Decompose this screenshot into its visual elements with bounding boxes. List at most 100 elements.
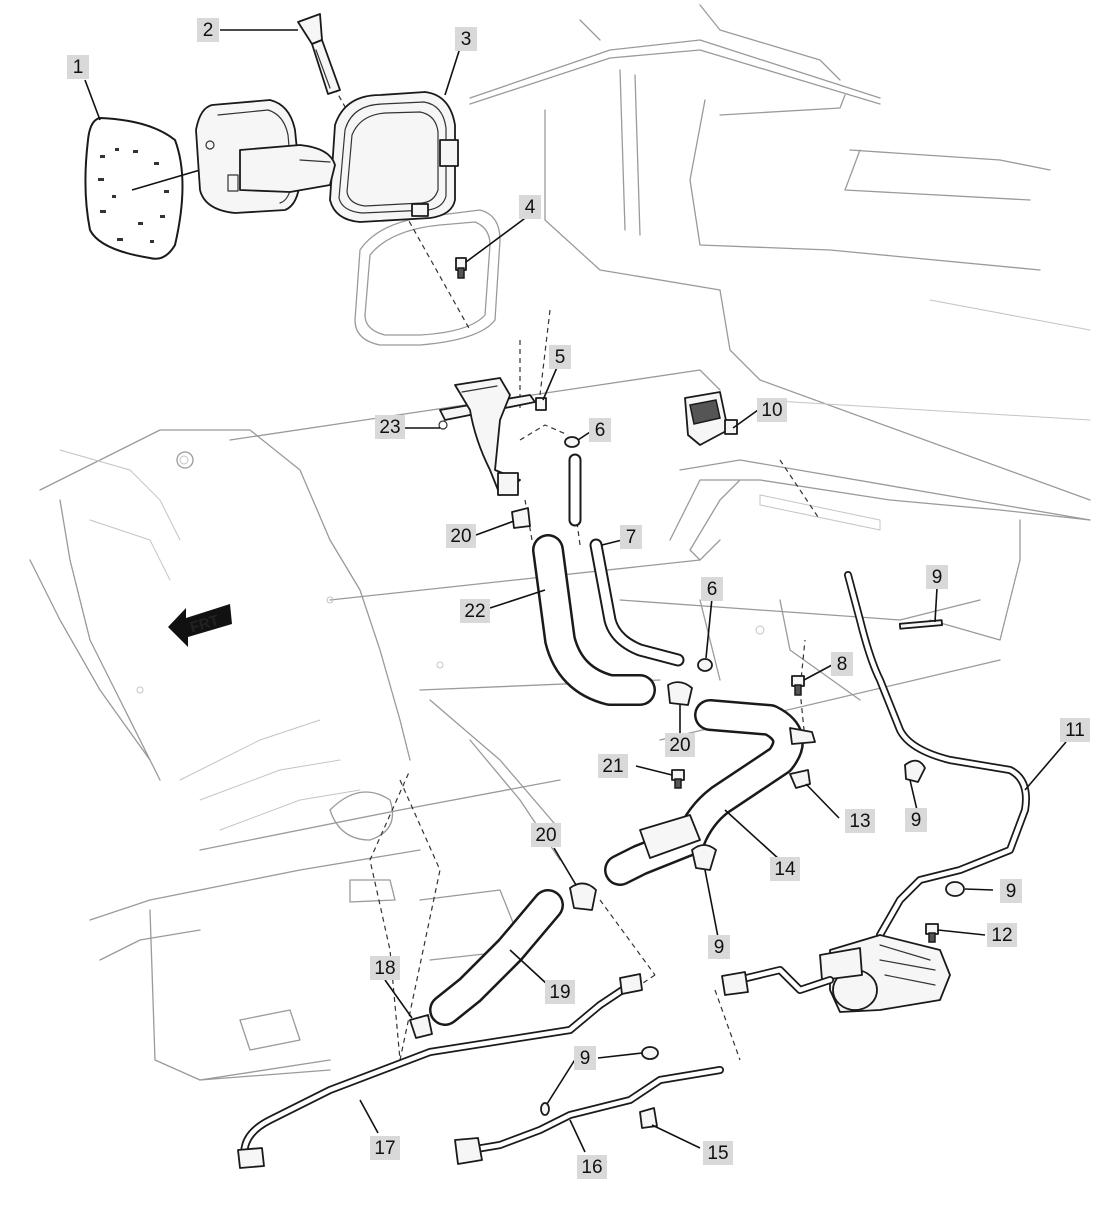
- part-filler-pipe-14: [604, 699, 816, 886]
- part-tank-hose-19: [429, 889, 564, 1026]
- callout-9-lower-right: 9: [905, 808, 927, 832]
- front-arrow-icon: [168, 604, 232, 647]
- callout-13: 13: [845, 809, 875, 833]
- part-fuel-funnel: [297, 13, 341, 95]
- callout-20-lower: 20: [531, 823, 561, 847]
- part-clamp-9-pipe: [691, 844, 717, 871]
- callout-1: 1: [67, 55, 89, 79]
- part-filler-bracket: [438, 377, 536, 496]
- part-bolt-5: [535, 397, 547, 411]
- part-vent-line-11: [844, 571, 1030, 939]
- callout-5: 5: [549, 345, 571, 369]
- callout-14-text: 14: [774, 859, 796, 880]
- callout-20-top: 20: [446, 524, 476, 548]
- callout-15-text: 15: [707, 1143, 728, 1164]
- callout-12-text: 12: [991, 925, 1012, 946]
- front-direction-marker: FRT: [168, 604, 232, 647]
- callout-1-text: 1: [73, 57, 84, 78]
- callout-21-text: 21: [602, 756, 623, 777]
- callout-13-text: 13: [849, 811, 870, 832]
- callout-14: 14: [770, 857, 800, 881]
- callout-16: 16: [577, 1155, 607, 1179]
- callout-11: 11: [1060, 718, 1090, 742]
- callout-2-text: 2: [203, 20, 214, 41]
- part-fuel-line-17: [237, 973, 643, 1169]
- part-evap-canister: [819, 934, 951, 1013]
- callout-10: 10: [757, 398, 787, 422]
- callout-6-upper-text: 6: [595, 420, 606, 441]
- callout-9-canister: 9: [1000, 879, 1022, 903]
- part-clamp-9-lower-right: [904, 759, 926, 783]
- callout-10-text: 10: [761, 400, 782, 421]
- part-canister-hose: [721, 966, 834, 996]
- alignment-dashed-lines: [329, 79, 821, 1061]
- callout-20-middle-text: 20: [669, 735, 690, 756]
- part-fuel-door-housing: [239, 91, 459, 223]
- part-clamp-20-lower: [569, 882, 597, 911]
- callout-9-line-text: 9: [580, 1048, 591, 1069]
- callout-20-middle: 20: [665, 733, 695, 757]
- callout-9-line: 9: [574, 1046, 596, 1070]
- part-clamp-9-canister: [945, 881, 965, 897]
- part-grommet-6b: [697, 658, 713, 672]
- callout-19-text: 19: [549, 982, 570, 1003]
- callout-labels: 1 2 3 4 5 6 6 7: [67, 18, 1090, 1179]
- part-clamp-20-top: [511, 507, 531, 529]
- part-bolt-12: [925, 923, 939, 943]
- part-bolt-8: [791, 675, 805, 696]
- part-clip-13: [789, 769, 811, 789]
- callout-leaders: [84, 29, 1067, 1153]
- part-clip-15: [639, 1107, 658, 1129]
- callout-3-text: 3: [461, 29, 472, 50]
- callout-16-text: 16: [581, 1157, 602, 1178]
- callout-22: 22: [460, 599, 490, 623]
- callout-17-text: 17: [374, 1138, 395, 1159]
- part-bolt-4: [455, 257, 467, 279]
- callout-9-vent-text: 9: [932, 567, 943, 588]
- callout-23-text: 23: [379, 417, 400, 438]
- callout-4-text: 4: [525, 197, 536, 218]
- callout-9-pipe: 9: [708, 935, 730, 959]
- callout-9-canister-text: 9: [1006, 881, 1017, 902]
- part-vent-hose-7: [568, 453, 685, 667]
- part-connector-10: [684, 391, 738, 446]
- callout-7: 7: [620, 525, 642, 549]
- part-evap-line-16: [454, 1066, 724, 1165]
- part-grommet-6a: [564, 436, 580, 448]
- callout-2: 2: [197, 18, 219, 42]
- callout-18: 18: [370, 956, 400, 980]
- callout-9-lower-right-text: 9: [911, 810, 922, 831]
- callout-20-top-text: 20: [450, 526, 471, 547]
- callout-3: 3: [455, 27, 477, 51]
- callout-15: 15: [703, 1141, 733, 1165]
- callout-9-vent: 9: [926, 565, 948, 589]
- callout-8: 8: [831, 652, 853, 676]
- callout-11-text: 11: [1065, 720, 1085, 741]
- callout-19: 19: [545, 980, 575, 1004]
- part-clamp-9-vent: [898, 619, 943, 630]
- callout-6-lower-text: 6: [707, 579, 718, 600]
- callout-12: 12: [987, 923, 1017, 947]
- callout-6-upper: 6: [589, 418, 611, 442]
- callout-8-text: 8: [837, 654, 848, 675]
- part-filler-hose-22: [532, 534, 656, 706]
- callout-5-text: 5: [555, 347, 566, 368]
- callout-21: 21: [598, 754, 628, 778]
- callout-20-lower-text: 20: [535, 825, 556, 846]
- part-bolt-21: [671, 769, 685, 789]
- part-clip-18: [409, 1014, 433, 1039]
- callout-18-text: 18: [374, 958, 395, 979]
- vehicle-body-outline: [29, 4, 1091, 1081]
- callout-4: 4: [519, 195, 541, 219]
- part-fuel-door-label: [84, 117, 201, 260]
- callout-7-text: 7: [626, 527, 637, 548]
- part-clamp-20-middle: [667, 681, 693, 706]
- callout-17: 17: [370, 1136, 400, 1160]
- front-marker-label: FRT: [188, 612, 221, 636]
- callout-22-text: 22: [464, 601, 485, 622]
- callout-23: 23: [375, 415, 405, 439]
- callout-9-pipe-text: 9: [714, 937, 725, 958]
- callout-6-lower: 6: [701, 577, 723, 601]
